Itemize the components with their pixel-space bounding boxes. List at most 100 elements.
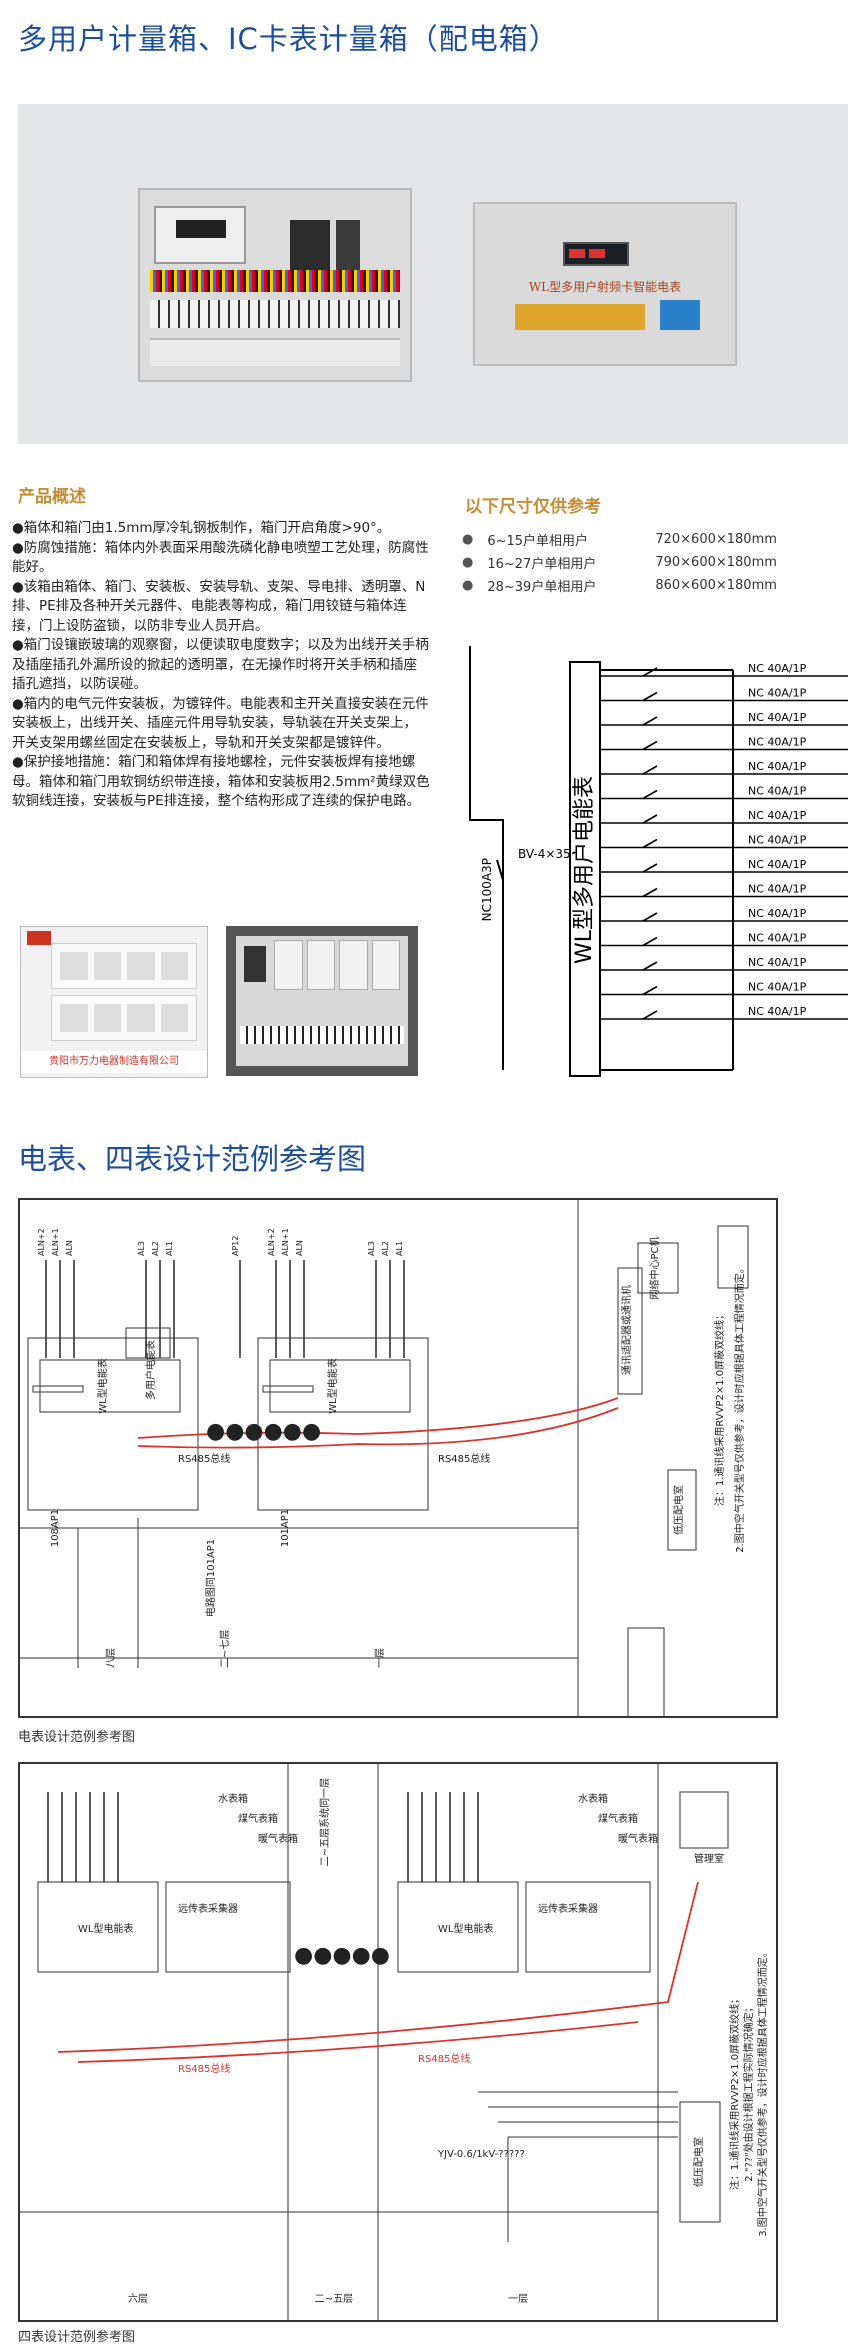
meter-windows-bottom [51,995,197,1041]
output-label: NC 40A/1P [748,785,807,798]
note-line: 2."??"处由设计根据工程实际情况确定； [742,2002,755,2181]
circuit-label: ALN+1 [281,1228,290,1256]
breaker-rail [240,1026,404,1044]
heat-label: 暖气表箱 [618,1832,658,1845]
output-label: NC 40A/1P [748,687,807,700]
size-dim: 720×600×180mm [655,532,777,547]
low-voltage-label: 低压配电室 [692,2137,705,2187]
circuit-label: AL1 [165,1241,174,1256]
section-title: 电表、四表设计范例参考图 [18,1142,367,1176]
diagram-caption: 电表设计范例参考图 [18,1730,136,1745]
switch-symbol [642,985,658,996]
breaker-rail [150,300,400,328]
output-label: NC 40A/1P [748,736,807,749]
switch-symbol [642,740,658,751]
meter-box-label: WL型多用户电能表 [572,776,597,964]
bullet-icon: ● [462,532,474,547]
product-photo-banner: WL型多用户射频卡智能电表 [18,104,848,444]
size-dim: 860×600×180mm [655,578,777,593]
circuit-label: AL2 [381,1241,390,1256]
manager-label: 管理室 [694,1852,724,1865]
cable-label: YJV-0.6/1kV-????? [437,2149,525,2160]
switch-symbol [642,887,658,898]
overview-paragraph: ●箱门设镶嵌玻璃的观察窗，以便读取电度数字；以及为出线开关手柄及插座插孔外漏所设… [12,637,429,692]
note-line: 注：1.通讯线采用RVVP2×1.0屏蔽双绞线； [713,1310,726,1506]
bus-label: RS485总线 [438,1452,490,1465]
size-range: 28~39户单相用户 [487,580,597,595]
switch-symbol [642,912,658,922]
switch-symbol [642,765,658,775]
switch-symbol [642,1010,658,1020]
output-label: NC 40A/1P [748,932,807,945]
bus-label: RS485总线 [178,2062,230,2075]
network-center-label: 网络中心PC机 [648,1236,661,1299]
overview-paragraph: ●保护接地措施：箱门和箱体焊有接地螺栓，元件安装板焊有接地螺母。箱体和箱门用软铜… [12,754,430,809]
page-title: 多用户计量箱、IC卡表计量箱（配电箱） [18,22,559,56]
circuit-label: ALN [65,1240,74,1256]
note-line: 注：1.通讯线采用RVVP2×1.0屏蔽双绞线； [728,1994,741,2190]
overview-text: ●箱体和箱门由1.5mm厚冷轧钢板制作，箱门开启角度>90°。 ●防腐蚀措施：箱… [12,519,430,812]
output-label: NC 40A/1P [748,956,807,969]
bottom-terminal [150,338,400,366]
floor-label: 一层 [508,2293,528,2305]
main-breaker-label: NC100A3P [480,858,494,921]
output-label: NC 40A/1P [748,711,807,724]
card-reader [660,300,700,330]
output-label: NC 40A/1P [748,907,807,920]
overview-heading: 产品概述 [18,487,86,507]
meter-label: WL型电能表 [438,1922,493,1935]
switch-symbol [642,863,658,873]
output-label: NC 40A/1P [748,809,807,822]
meter-label: WL型电能表 [326,1358,339,1413]
gas-label: 煤气表箱 [598,1812,638,1825]
meters-row [274,940,400,990]
output-label: NC 40A/1P [748,834,807,847]
brand-text: 贵阳市万力电器制造有限公司 [21,1051,207,1073]
water-label: 水表箱 [578,1792,608,1805]
collector-label: 远传表采集器 [538,1902,598,1915]
overview-paragraph: ●防腐蚀措施：箱体内外表面采用酸洗磷化静电喷塑工艺处理，防腐性能好。 [12,539,429,576]
breaker-icon [244,946,266,982]
size-row: ● 28~39户单相用户 860×600×180mm [462,574,777,597]
circuit-label: AL3 [367,1241,376,1256]
output-label: NC 40A/1P [748,1005,807,1018]
switch-symbol [642,814,658,824]
circuit-label: AL2 [151,1241,160,1256]
gas-label: 煤气表箱 [238,1812,278,1825]
sizes-heading: 以下尺寸仅供参考 [465,497,601,517]
switch-symbol [642,961,658,971]
multi-meter-label: 多用户电能表 [144,1340,157,1400]
circuit-label: AL3 [137,1241,146,1256]
cabinet-front-photo: 贵阳市万力电器制造有限公司 [20,926,208,1078]
floor-label: 八层 [105,1648,117,1668]
overview-paragraph: ●该箱由箱体、箱门、安装板、安装导轨、支架、导电排、透明罩、N排、PE排及各种开… [12,578,426,634]
output-label: NC 40A/1P [748,883,807,896]
switch-symbol [642,838,658,849]
circuit-label: ALN+2 [37,1228,46,1256]
svg-text:●●●●●●: ●●●●●● [206,1419,321,1444]
water-label: 水表箱 [218,1792,248,1805]
box-label: 108AP1 [50,1509,61,1547]
overview-paragraph: ●箱内的电气元件安装板，为镀锌件。电能表和主开关直接安装在元件安装板上，出线开关… [12,695,429,751]
switch-symbol [642,936,658,947]
brand-logo [27,931,51,945]
svg-text:●●●●●: ●●●●● [294,1943,390,1968]
collector-label: 远传表采集器 [178,1902,238,1915]
diagram-caption: 四表设计范例参考图 [18,2330,136,2345]
output-label: NC 40A/1P [748,760,807,773]
overview-paragraph: ●箱体和箱门由1.5mm厚冷轧钢板制作，箱门开启角度>90°。 [12,520,391,536]
meter-label: WL型电能表 [78,1922,133,1935]
note-line: 3.图中空气开关型号仅供参考，设计时应根据具体工程情况而定。 [756,1947,769,2237]
floor-label: 六层 [128,2293,148,2305]
box-label: 101AP1 [280,1509,291,1547]
multi-user-meter-unit [154,206,246,264]
meter-cabinet-closed-photo: WL型多用户射频卡智能电表 [473,202,737,366]
floor-label: 一层 [374,1648,386,1668]
bullet-icon: ● [462,578,474,593]
lcd-display [563,242,629,266]
terminal-window [515,304,645,330]
bus-label: RS485总线 [418,2052,470,2065]
